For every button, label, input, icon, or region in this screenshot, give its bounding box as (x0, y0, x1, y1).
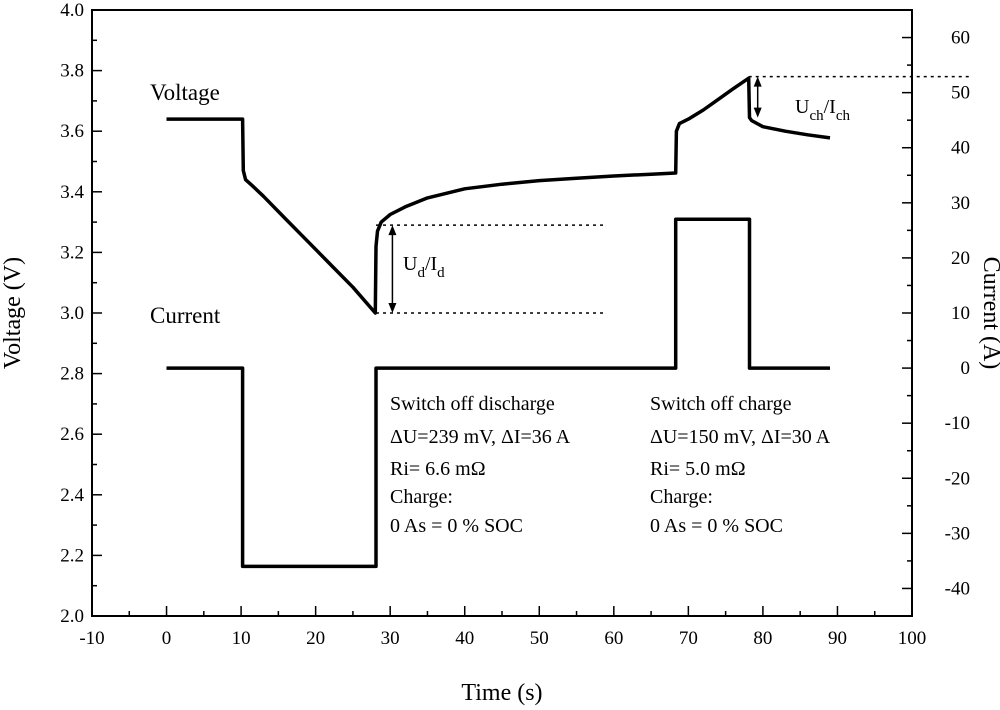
x-axis-title: Time (s) (461, 680, 542, 706)
y-right-tick-label: 10 (951, 303, 970, 324)
charge-text-line: Charge: (650, 486, 713, 508)
x-tick-label: 0 (162, 628, 172, 649)
y-left-tick-label: 2.8 (60, 364, 84, 385)
x-tick-label: 10 (232, 628, 251, 649)
charge-text-line: ΔU=150 mV, ΔI=30 A (650, 426, 831, 448)
uch-arrow-head-bottom (753, 107, 762, 118)
discharge-annotation-text: Switch off discharge ΔU=239 mV, ΔI=36 A … (390, 393, 571, 537)
y-left-tick-label: 3.0 (60, 303, 84, 324)
y-left-tick-label: 3.4 (60, 182, 84, 203)
charge-text-line: Switch off charge (650, 393, 792, 415)
x-tick-label: 60 (604, 628, 623, 649)
discharge-text-line: Charge: (390, 486, 453, 508)
x-tick-label: 30 (381, 628, 400, 649)
voltage-series-label: Voltage (150, 80, 220, 105)
x-tick-label: 40 (455, 628, 474, 649)
y-right-tick-label: 60 (951, 28, 970, 49)
y-right-tick-label: -40 (945, 578, 970, 599)
ud-arrow-head-bottom (388, 303, 397, 313)
ud-arrow-head-top (388, 225, 397, 236)
current-series-label: Current (150, 303, 221, 328)
uch-arrow-head-top (753, 76, 762, 87)
charge-text-line: Ri= 5.0 mΩ (650, 458, 746, 480)
x-tick-label: 100 (898, 628, 927, 649)
y-left-tick-label: 2.2 (60, 545, 84, 566)
charge-text-line: 0 As = 0 % SOC (650, 515, 783, 537)
y-axis-left-title: Voltage (V) (0, 257, 26, 369)
y-right-tick-label: -10 (945, 413, 970, 434)
x-tick-label: 90 (828, 628, 847, 649)
y-left-tick-label: 3.8 (60, 61, 84, 82)
y-right-tick-label: 40 (951, 138, 970, 159)
x-tick-label: 50 (530, 628, 549, 649)
y-right-tick-label: -30 (945, 523, 970, 544)
y-right-tick-label: 30 (951, 193, 970, 214)
y-right-tick-label: 50 (951, 83, 970, 104)
discharge-text-line: Switch off discharge (390, 393, 555, 415)
charge-annotation-text: Switch off charge ΔU=150 mV, ΔI=30 A Ri=… (650, 393, 831, 537)
current-line (166, 217, 830, 569)
y-left-tick-label: 3.6 (60, 121, 84, 142)
y-right-tick-label: 0 (961, 358, 971, 379)
reference-lines (376, 75, 972, 314)
discharge-text-line: ΔU=239 mV, ΔI=36 A (390, 426, 571, 448)
x-tick-label: 20 (306, 628, 325, 649)
y-right-tick-label: -20 (945, 468, 970, 489)
uch-ich-label: Uch/Ich (795, 96, 851, 124)
x-tick-label: -10 (79, 628, 104, 649)
discharge-text-line: 0 As = 0 % SOC (390, 515, 523, 537)
voltage-line (166, 76, 831, 315)
y-right-tick-label: 20 (951, 248, 970, 269)
discharge-text-line: Ri= 6.6 mΩ (390, 458, 486, 480)
x-tick-label: 70 (679, 628, 698, 649)
y-left-tick-label: 2.0 (60, 606, 84, 627)
y-left-tick-label: 2.4 (60, 485, 84, 506)
ud-id-label: Ud/Id (403, 253, 445, 281)
y-left-tick-label: 4.0 (60, 0, 84, 21)
y-axis-right-title: Current (A) (978, 257, 1000, 370)
x-tick-label: 80 (753, 628, 772, 649)
y-left-tick-label: 3.2 (60, 242, 84, 263)
y-left-tick-label: 2.6 (60, 424, 84, 445)
series-lines (166, 76, 831, 569)
